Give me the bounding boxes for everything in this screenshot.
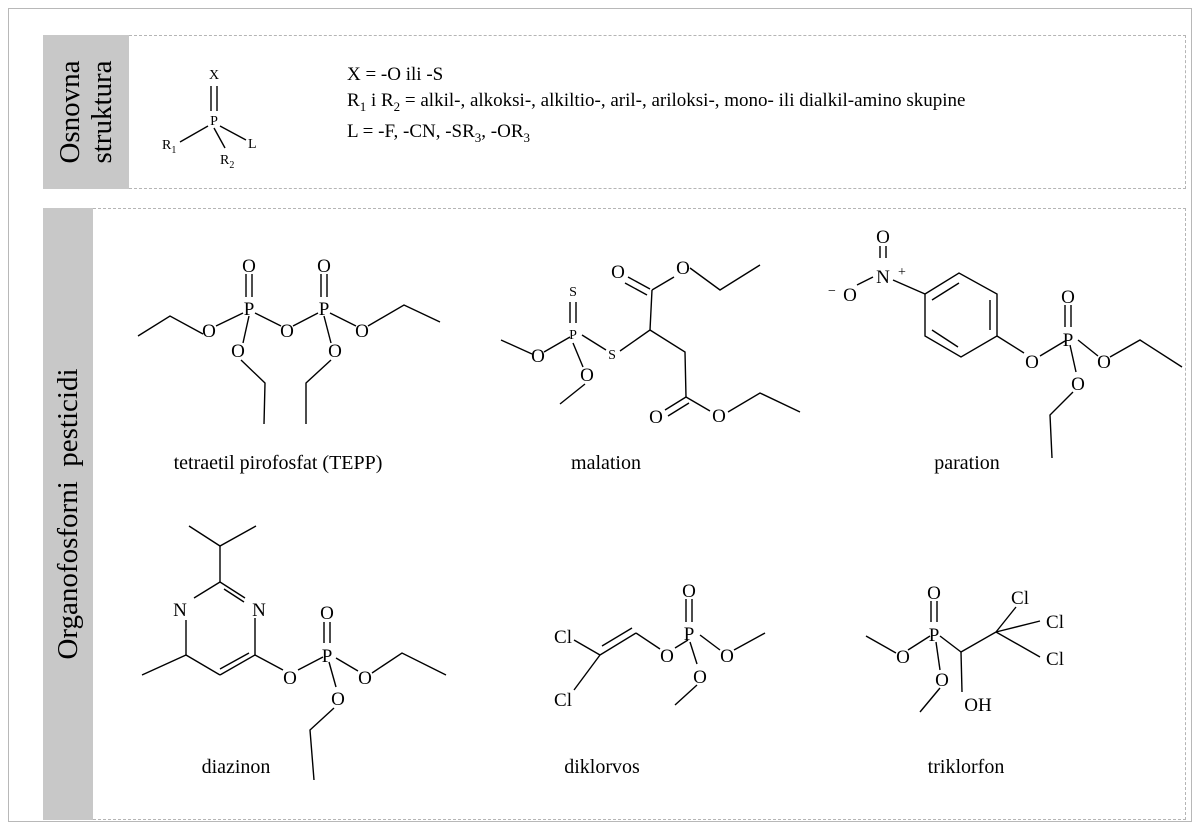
atom-l: L: [248, 137, 257, 152]
svg-text:O: O: [231, 341, 245, 362]
generic-organophosphate-structure: X P R1 L R2: [162, 68, 257, 171]
definition-x: X = -O ili -S: [347, 64, 444, 85]
substituent-definitions: X = -O ili -S R1 i R2 = alkil-, alkoksi-…: [347, 62, 965, 150]
svg-text:O: O: [1061, 287, 1075, 308]
svg-text:O: O: [720, 646, 734, 667]
diklorvos-structure: Cl Cl O O P O O: [554, 581, 766, 711]
svg-text:O: O: [649, 407, 663, 428]
svg-text:O: O: [676, 258, 690, 279]
svg-text:O: O: [712, 406, 726, 427]
svg-text:O: O: [531, 346, 545, 367]
compound-name-paration: paration: [934, 452, 1000, 474]
svg-text:O: O: [320, 603, 334, 624]
compound-name-tepp: tetraetil pirofosfat (TEPP): [173, 452, 383, 474]
svg-text:P: P: [244, 299, 255, 320]
compound-name-malation: malation: [571, 452, 641, 474]
atom-p: P: [210, 114, 218, 129]
definition-r: R1 i R2 = alkil-, alkoksi-, alkiltio-, a…: [347, 89, 966, 114]
svg-text:O: O: [280, 321, 294, 342]
svg-text:N: N: [252, 600, 266, 621]
svg-text:Cl: Cl: [1046, 612, 1064, 633]
svg-text:O: O: [876, 227, 890, 248]
atom-x: X: [209, 68, 219, 83]
svg-text:O: O: [331, 689, 345, 710]
malation-structure: S P O S O O O O O: [500, 258, 801, 428]
paration-structure: O N + O − O O P O O: [828, 227, 1183, 459]
svg-text:Cl: Cl: [1011, 588, 1029, 609]
basic-structure-panel: [129, 35, 1186, 189]
svg-text:Cl: Cl: [554, 690, 572, 711]
atom-r1: R1: [162, 138, 176, 156]
svg-text:O: O: [927, 583, 941, 604]
pesticides-panel: [93, 208, 1186, 820]
svg-text:O: O: [283, 668, 297, 689]
svg-text:+: +: [898, 265, 906, 280]
svg-text:O: O: [242, 256, 256, 277]
svg-text:Cl: Cl: [554, 627, 572, 648]
svg-text:O: O: [358, 668, 372, 689]
diazinon-structure: N N O O P O O: [141, 525, 447, 781]
svg-text:O: O: [660, 646, 674, 667]
svg-text:O: O: [1097, 352, 1111, 373]
svg-text:Cl: Cl: [1046, 649, 1064, 670]
svg-text:O: O: [317, 256, 331, 277]
compound-name-diazinon: diazinon: [201, 756, 271, 778]
svg-text:O: O: [355, 321, 369, 342]
svg-text:O: O: [896, 647, 910, 668]
svg-text:S: S: [608, 348, 616, 363]
svg-text:O: O: [1071, 374, 1085, 395]
svg-text:S: S: [569, 285, 577, 300]
triklorfon-structure: O O P O Cl Cl Cl OH: [865, 583, 1064, 716]
svg-text:P: P: [684, 624, 695, 645]
svg-text:P: P: [929, 625, 940, 646]
svg-text:O: O: [843, 285, 857, 306]
svg-text:N: N: [876, 267, 890, 288]
svg-text:O: O: [693, 667, 707, 688]
section-label-pesticides: Organofosforni pesticidi: [43, 208, 93, 820]
atom-r2: R2: [220, 153, 234, 171]
svg-text:O: O: [935, 670, 949, 691]
svg-text:P: P: [322, 646, 333, 667]
svg-text:O: O: [202, 321, 216, 342]
svg-text:O: O: [1025, 352, 1039, 373]
figure-frame: [8, 8, 1192, 822]
svg-text:O: O: [682, 581, 696, 602]
svg-text:P: P: [319, 299, 330, 320]
svg-text:O: O: [580, 365, 594, 386]
definition-l: L = -F, -CN, -SR3, -OR3: [347, 120, 531, 145]
svg-text:P: P: [569, 328, 577, 343]
svg-text:OH: OH: [964, 695, 992, 716]
svg-text:O: O: [328, 341, 342, 362]
svg-text:−: −: [828, 284, 836, 299]
compound-name-diklorvos: diklorvos: [564, 756, 640, 778]
section-label-basic-structure: Osnovna struktura: [43, 35, 129, 189]
svg-text:O: O: [611, 262, 625, 283]
svg-text:N: N: [173, 600, 187, 621]
tepp-structure: O O P P O O O O O: [137, 256, 441, 425]
compound-name-triklorfon: triklorfon: [927, 756, 1005, 778]
svg-text:P: P: [1063, 330, 1074, 351]
